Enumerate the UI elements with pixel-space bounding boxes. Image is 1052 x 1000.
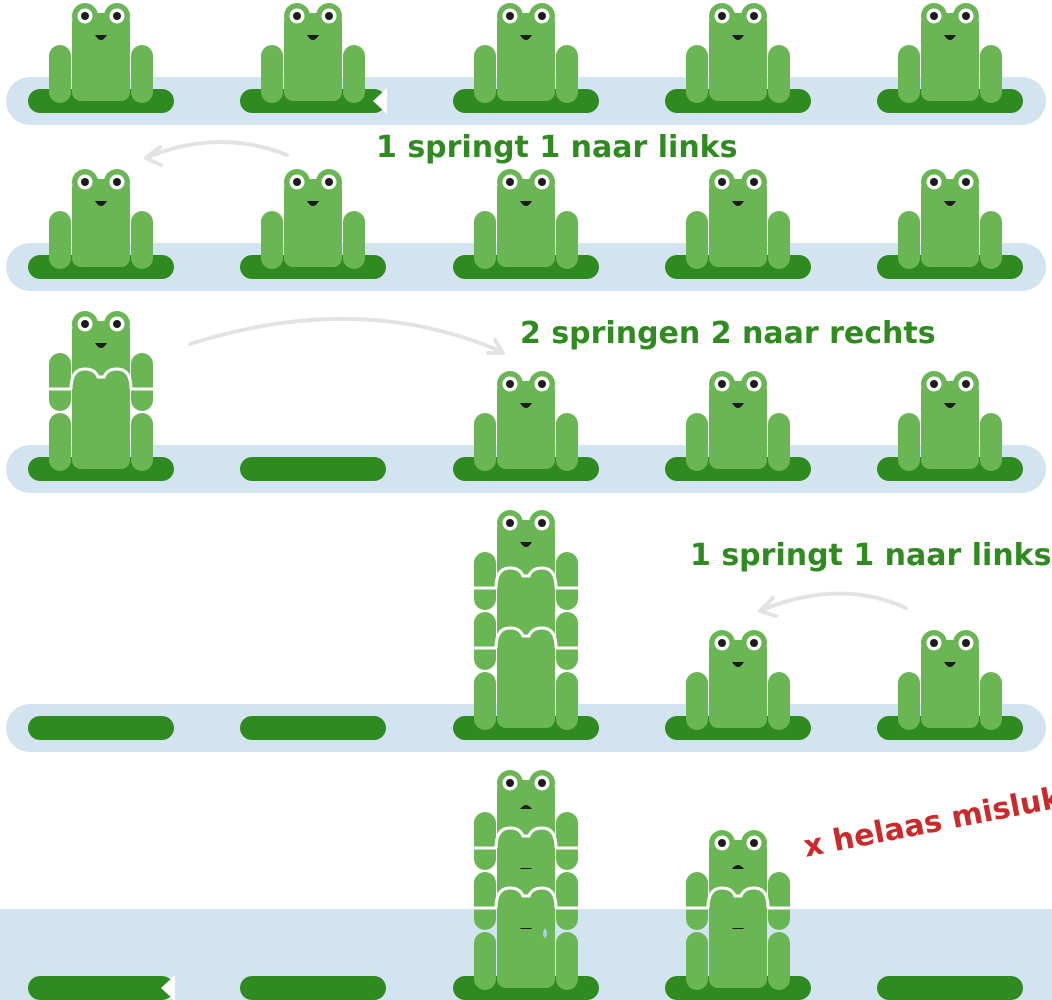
frog-icon bbox=[686, 371, 790, 471]
frog-icon bbox=[686, 3, 790, 103]
frog-icon bbox=[686, 830, 790, 930]
lily-pad bbox=[877, 976, 1023, 1000]
frog-icon bbox=[898, 371, 1002, 471]
frog-icon bbox=[686, 169, 790, 269]
frog-icon bbox=[474, 371, 578, 471]
jump-arrow bbox=[146, 142, 287, 165]
step2-label: 2 springen 2 naar rechts bbox=[520, 316, 936, 351]
step3-label: 1 springt 1 naar links bbox=[690, 538, 1051, 573]
lily-pad bbox=[240, 976, 386, 1000]
lily-pad bbox=[28, 716, 174, 740]
frog-icon bbox=[474, 169, 578, 269]
frog-icon bbox=[686, 630, 790, 730]
frog-icon bbox=[474, 770, 578, 870]
jump-arrow bbox=[760, 593, 906, 616]
frog-icon bbox=[474, 510, 578, 610]
frog-icon bbox=[49, 169, 153, 269]
frog-icon bbox=[898, 169, 1002, 269]
frog-icon bbox=[898, 630, 1002, 730]
frog-icon bbox=[49, 3, 153, 103]
jump-arrow bbox=[190, 319, 503, 353]
lily-pad bbox=[240, 716, 386, 740]
frog-icon bbox=[474, 3, 578, 103]
frog-icon bbox=[261, 169, 365, 269]
frog-icon bbox=[898, 3, 1002, 103]
frog-icon bbox=[49, 311, 153, 411]
frog-icon bbox=[261, 3, 365, 103]
lily-pad bbox=[240, 457, 386, 481]
step1-label: 1 springt 1 naar links bbox=[376, 130, 737, 165]
lily-pad bbox=[28, 975, 175, 1000]
